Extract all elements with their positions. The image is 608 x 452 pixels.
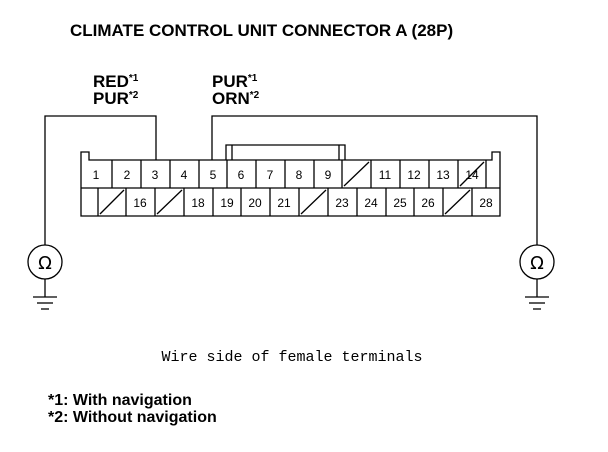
pin-28: 28 xyxy=(479,196,493,210)
pin-25: 25 xyxy=(393,196,407,210)
pin-13: 13 xyxy=(436,168,450,182)
pin-19: 19 xyxy=(220,196,234,210)
right-probe-wire xyxy=(211,115,538,245)
left-wire-color-1: RED*1 xyxy=(93,72,139,91)
pin-23: 23 xyxy=(335,196,349,210)
pin-3: 3 xyxy=(152,168,159,182)
pin-18: 18 xyxy=(191,196,205,210)
connector-top-row: 1 2 3 4 5 6 7 8 9 11 12 13 14 xyxy=(93,168,479,182)
pin-4: 4 xyxy=(181,168,188,182)
left-ground-icon xyxy=(33,296,57,310)
pin-20: 20 xyxy=(248,196,262,210)
pin-5: 5 xyxy=(210,168,217,182)
ohm-icon: Ω xyxy=(530,253,544,274)
pin-26: 26 xyxy=(421,196,435,210)
pin-9: 9 xyxy=(325,168,332,182)
right-ohmmeter: Ω xyxy=(519,244,555,297)
footnote-2: *2: Without navigation xyxy=(48,409,217,426)
diagram-title: CLIMATE CONTROL UNIT CONNECTOR A (28P) xyxy=(70,21,453,40)
pin-24: 24 xyxy=(364,196,378,210)
view-caption: Wire side of female terminals xyxy=(161,349,422,366)
footnote-1: *1: With navigation xyxy=(48,392,192,409)
pin-2: 2 xyxy=(124,168,131,182)
pin-16: 16 xyxy=(133,196,147,210)
right-wire-color-1: PUR*1 xyxy=(212,72,258,91)
pin-6: 6 xyxy=(238,168,245,182)
right-ground-icon xyxy=(525,296,549,310)
pin-11: 11 xyxy=(379,168,392,182)
pin-7: 7 xyxy=(267,168,274,182)
pin-21: 21 xyxy=(277,196,291,210)
pin-8: 8 xyxy=(296,168,303,182)
pin-14: 14 xyxy=(465,168,479,182)
connector-body xyxy=(80,144,501,217)
ohm-icon: Ω xyxy=(38,253,52,274)
pin-12: 12 xyxy=(407,168,421,182)
connector-bottom-row: 16 18 19 20 21 23 24 25 26 28 xyxy=(133,196,493,210)
left-wire-color-2: PUR*2 xyxy=(93,89,139,108)
right-wire-color-2: ORN*2 xyxy=(212,89,260,108)
left-probe-wire xyxy=(44,115,157,245)
left-ohmmeter: Ω xyxy=(27,244,63,297)
pin-1: 1 xyxy=(93,168,100,182)
